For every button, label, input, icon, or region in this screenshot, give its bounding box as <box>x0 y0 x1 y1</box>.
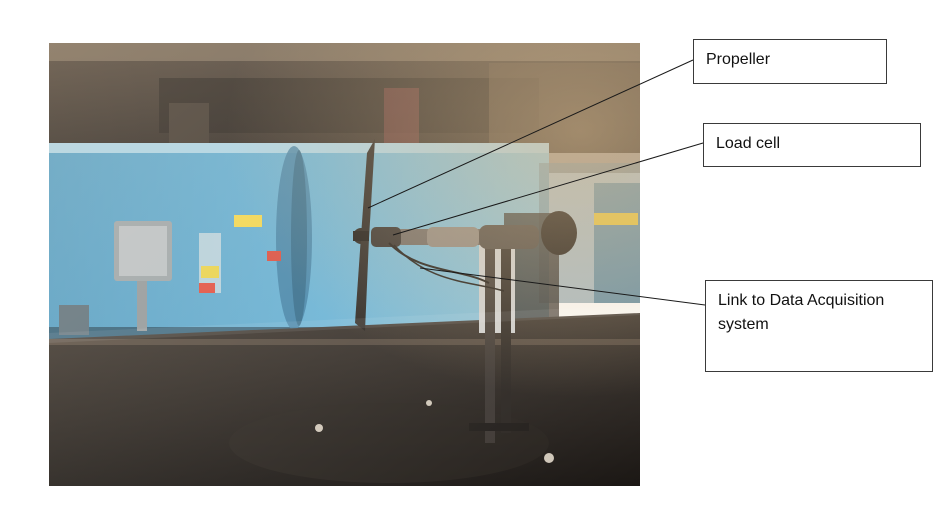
propeller-label: Propeller <box>706 51 771 68</box>
load-cell-label: Load cell <box>716 135 781 152</box>
daq-link-callout: Link to Data Acquisition system <box>705 280 933 372</box>
load-cell-callout: Load cell <box>703 123 921 167</box>
daq-link-label: Link to Data Acquisition system <box>718 292 885 333</box>
wind-tunnel-photo <box>49 43 640 486</box>
propeller-callout: Propeller <box>693 39 887 84</box>
